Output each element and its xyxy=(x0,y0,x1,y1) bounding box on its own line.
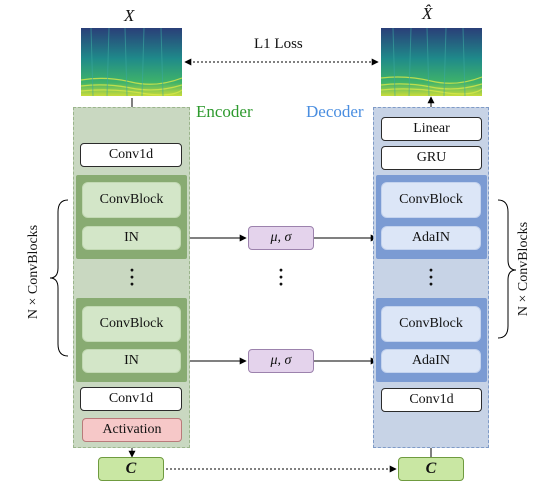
decoder-adain-2: AdaIN xyxy=(381,349,481,373)
content-vector-decoder: C xyxy=(398,457,464,481)
input-spectrogram-image xyxy=(81,28,182,96)
decoder-convblock-2: ConvBlock xyxy=(381,306,481,342)
encoder-in-1: IN xyxy=(82,226,181,250)
encoder-in-2: IN xyxy=(82,349,181,373)
encoder-conv1d-bottom: Conv1d xyxy=(80,387,182,411)
decoder-linear: Linear xyxy=(381,117,482,141)
encoder-conv1d-top: Conv1d xyxy=(80,143,182,167)
decoder-convblock-1: ConvBlock xyxy=(381,182,481,218)
content-vector-encoder: C xyxy=(98,457,164,481)
input-spectrogram xyxy=(81,28,182,96)
decoder-ellipsis: ··· xyxy=(427,260,434,294)
right-brace xyxy=(497,199,517,339)
loss-label: L1 Loss xyxy=(254,36,303,52)
output-label: X̂ xyxy=(422,4,433,23)
stats-box-bottom: μ, σ xyxy=(248,349,314,373)
encoder-convblock-1: ConvBlock xyxy=(82,182,181,218)
decoder-adain-1: AdaIN xyxy=(381,226,481,250)
encoder-title: Encoder xyxy=(196,102,253,121)
stats-box-top: μ, σ xyxy=(248,226,314,250)
stats-ellipsis: ··· xyxy=(277,260,284,294)
input-label: X xyxy=(124,6,135,25)
encoder-repeat-label: N × ConvBlocks xyxy=(26,224,41,320)
decoder-repeat-label: N × ConvBlocks xyxy=(516,221,531,317)
left-brace xyxy=(49,199,69,357)
decoder-title: Decoder xyxy=(306,102,364,121)
encoder-ellipsis: ··· xyxy=(128,260,135,294)
encoder-convblock-2: ConvBlock xyxy=(82,306,181,342)
output-spectrogram xyxy=(381,28,482,96)
decoder-gru: GRU xyxy=(381,146,482,170)
decoder-conv1d: Conv1d xyxy=(381,388,482,412)
encoder-activation: Activation xyxy=(82,418,182,442)
output-spectrogram-image xyxy=(381,28,482,96)
